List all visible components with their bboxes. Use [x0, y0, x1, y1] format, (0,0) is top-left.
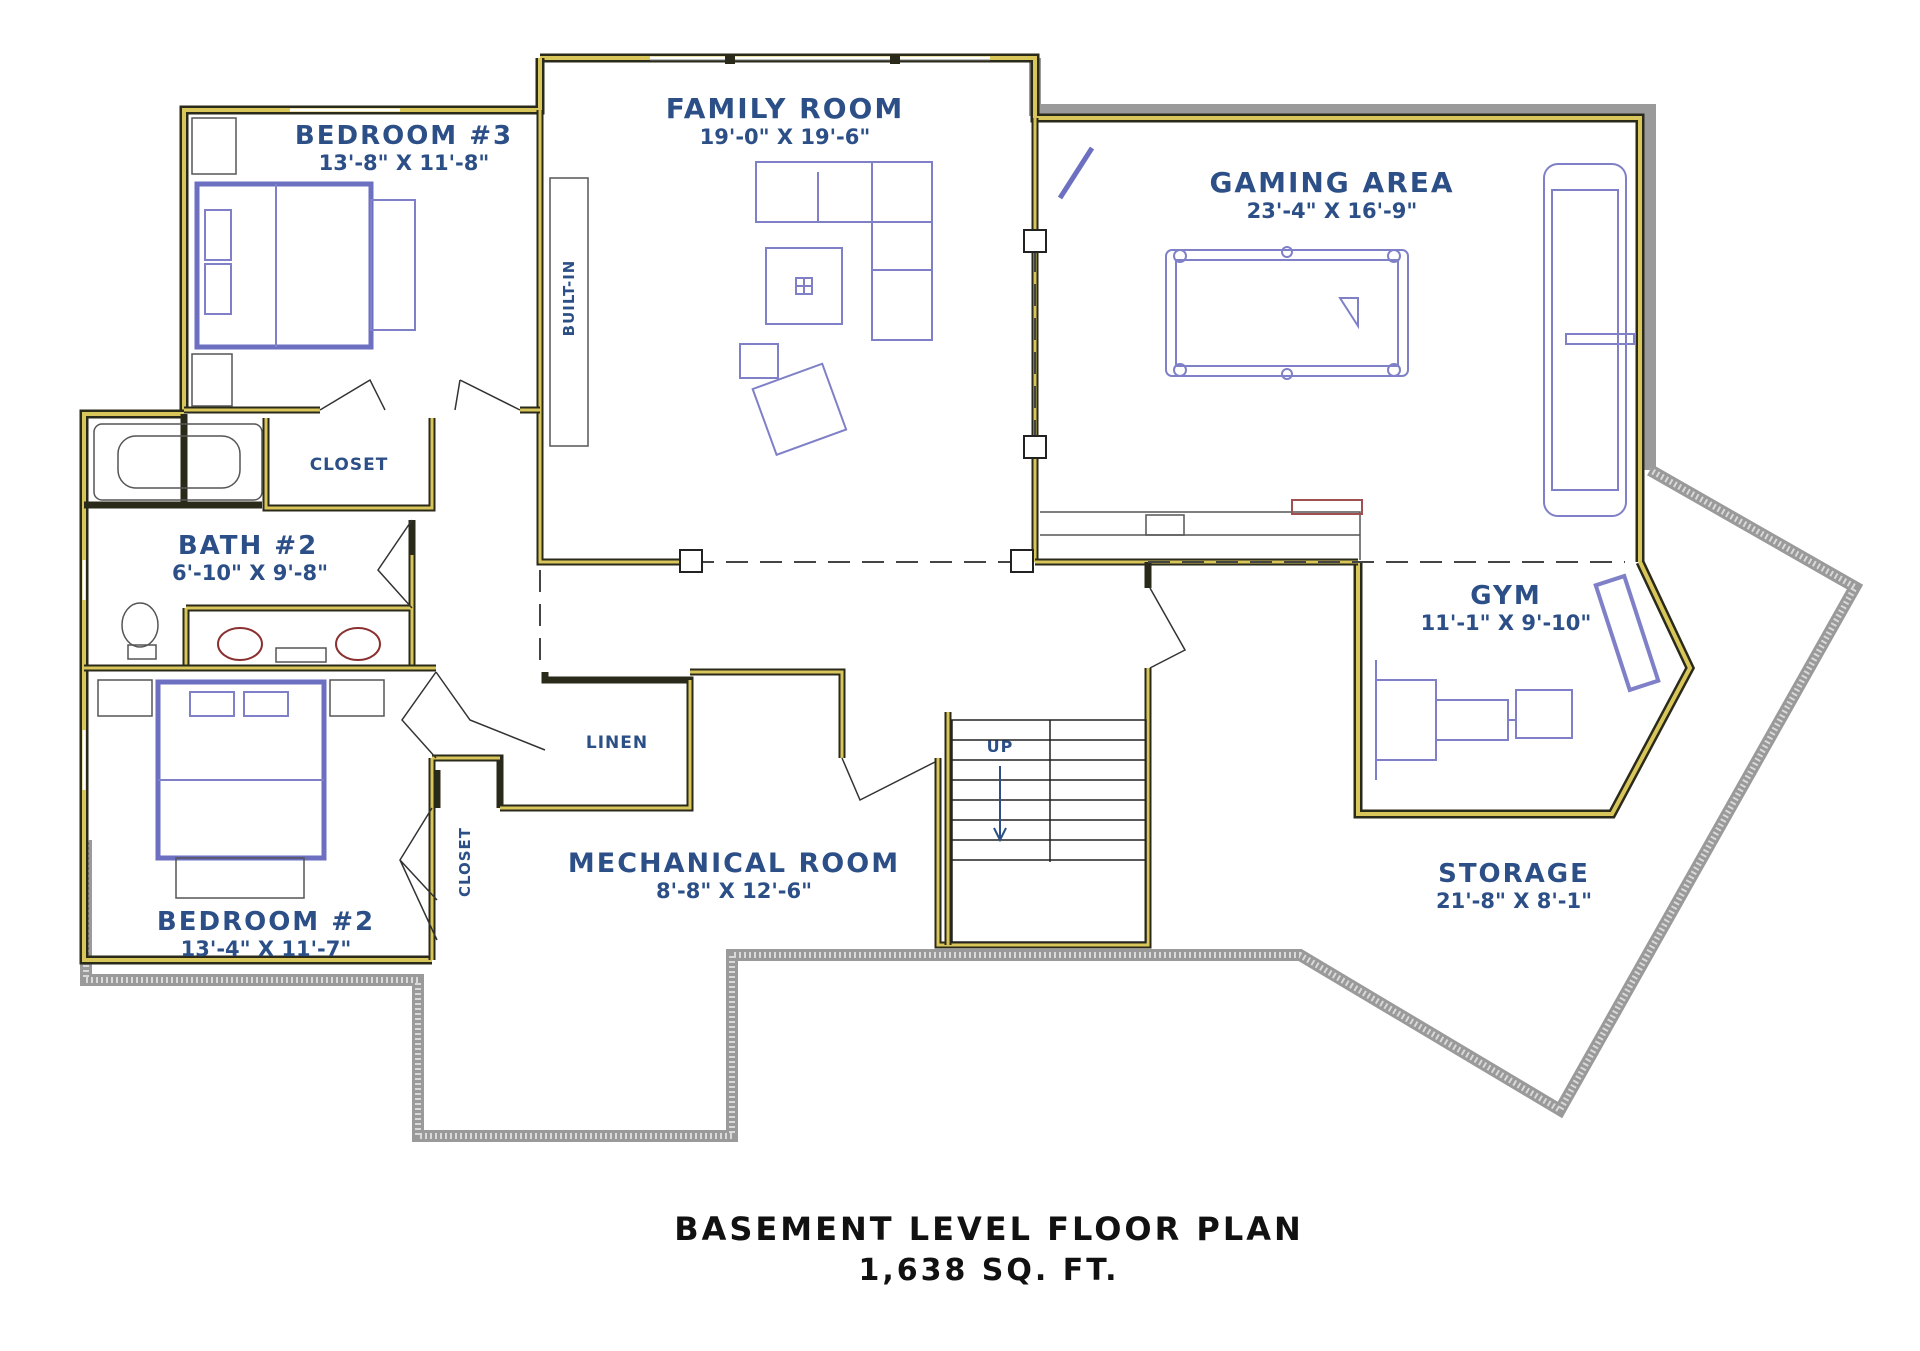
- gym-name: GYM: [1470, 581, 1541, 611]
- pool-table: [1165, 246, 1409, 380]
- room-labels: FAMILY ROOM 19'-0" X 19'-6" GAMING AREA …: [157, 92, 1592, 961]
- bedroom3-name: BEDROOM #3: [295, 121, 513, 151]
- furniture: [93, 117, 1661, 899]
- family-room-name: FAMILY ROOM: [666, 92, 904, 125]
- doors: [319, 378, 1187, 941]
- gym-equipment: [1375, 573, 1661, 780]
- bedroom2-bed: [97, 679, 385, 899]
- closet-lower-label: CLOSET: [456, 827, 474, 897]
- gaming-area-dims: 23'-4" X 16'-9": [1247, 199, 1418, 223]
- plan-title-block: BASEMENT LEVEL FLOOR PLAN 1,638 SQ. FT.: [674, 1210, 1304, 1288]
- cue-rack: [1057, 146, 1095, 200]
- shuffleboard-table: [1543, 163, 1635, 517]
- sectional-sofa: [739, 161, 933, 457]
- open-boundaries: [539, 229, 1625, 670]
- bedroom3-dims: 13'-8" X 11'-8": [319, 151, 490, 175]
- storage-dims: 21'-8" X 8'-1": [1436, 889, 1592, 913]
- bath2-dims: 6'-10" X 9'-8": [172, 561, 328, 585]
- bedroom3-bed: [191, 117, 416, 407]
- built-in-cabinet: [549, 177, 589, 447]
- closet-upper-label: CLOSET: [310, 455, 389, 475]
- family-room-dims: 19'-0" X 19'-6": [700, 125, 871, 149]
- storage-name: STORAGE: [1438, 859, 1590, 889]
- mechanical-room-name: MECHANICAL ROOM: [568, 848, 900, 879]
- bedroom2-dims: 13'-4" X 11'-7": [181, 937, 352, 961]
- plan-area: 1,638 SQ. FT.: [858, 1253, 1119, 1288]
- foundation-outline: [80, 58, 1864, 1142]
- linen-label: LINEN: [586, 733, 648, 753]
- bath-fixtures: [93, 423, 381, 663]
- stair-up-label: UP: [987, 737, 1014, 756]
- bedroom2-name: BEDROOM #2: [157, 907, 375, 937]
- bath2-name: BATH #2: [178, 531, 318, 561]
- built-in-label: BUILT-IN: [560, 260, 578, 337]
- gym-dims: 11'-1" X 9'-10": [1421, 611, 1592, 635]
- bar-counter: [1040, 499, 1363, 560]
- mechanical-room-dims: 8'-8" X 12'-6": [656, 879, 812, 903]
- gaming-area-name: GAMING AREA: [1209, 166, 1454, 199]
- plan-title: BASEMENT LEVEL FLOOR PLAN: [674, 1210, 1304, 1248]
- stairs: [951, 719, 1147, 943]
- windows: [82, 54, 990, 790]
